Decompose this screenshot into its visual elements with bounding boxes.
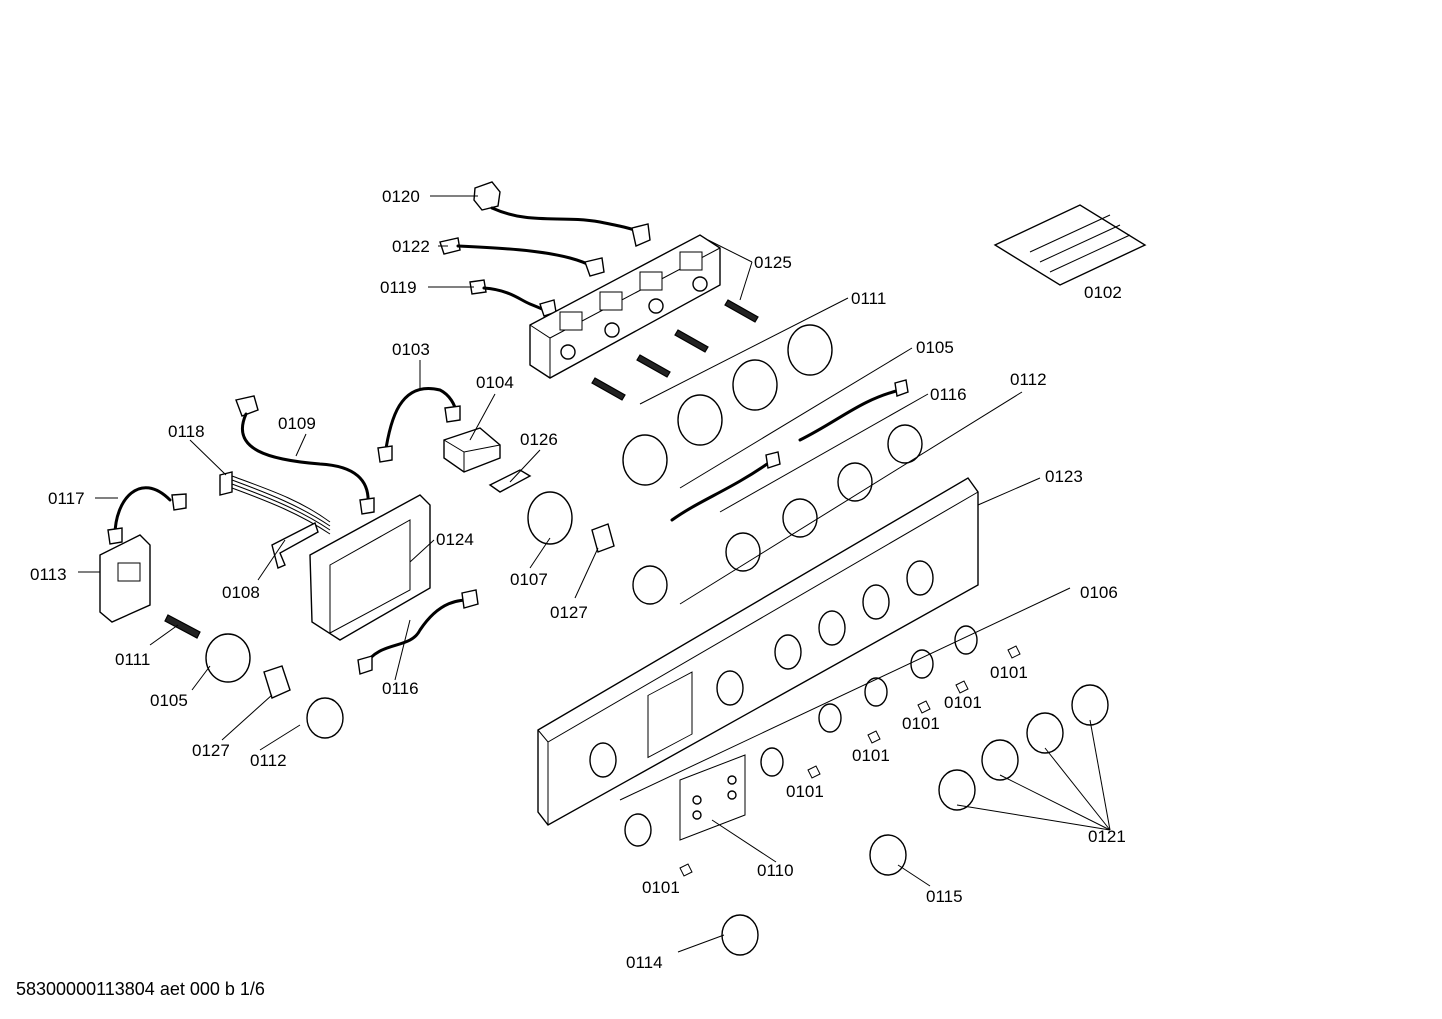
label-0127-lower: 0127 [192, 741, 230, 760]
part-control-board [529, 234, 721, 379]
label-0122: 0122 [392, 237, 430, 256]
label-0101-f: 0101 [642, 878, 680, 897]
part-0126-clip [488, 469, 532, 493]
label-0115: 0115 [926, 887, 963, 906]
label-0120: 0120 [382, 187, 420, 206]
part-0119-wire-harness [469, 279, 557, 317]
part-0114-knob [721, 914, 759, 956]
label-0104: 0104 [476, 373, 514, 392]
document-code: 58300000113804 aet 000 b 1/6 [16, 979, 265, 999]
part-0120-wire-harness [473, 181, 651, 247]
label-0109: 0109 [278, 414, 316, 433]
label-0121: 0121 [1088, 827, 1126, 846]
label-0105-upper: 0105 [916, 338, 954, 357]
label-0105-lower: 0105 [150, 691, 188, 710]
label-0101-b: 0101 [944, 693, 982, 712]
part-0105-bezel-lower [205, 633, 251, 683]
part-0117-wire [107, 486, 187, 545]
label-0118: 0118 [168, 422, 205, 441]
label-0108: 0108 [222, 583, 260, 602]
part-0105-wire-upper [798, 379, 909, 442]
part-0110-screws [679, 754, 746, 841]
part-0127-switch-upper [591, 523, 615, 553]
part-0101-clips [679, 645, 1021, 877]
label-0106: 0106 [1080, 583, 1118, 602]
label-0123: 0123 [1045, 467, 1083, 486]
part-0103-wire [377, 386, 461, 463]
label-0117: 0117 [48, 489, 85, 508]
label-0124: 0124 [436, 530, 474, 549]
label-0107: 0107 [510, 570, 548, 589]
label-0126: 0126 [520, 430, 558, 449]
label-0101-e: 0101 [786, 782, 824, 801]
label-0114: 0114 [626, 953, 663, 972]
label-0127-upper: 0127 [550, 603, 588, 622]
part-0106-trim-rings [624, 625, 978, 847]
label-0116-lower: 0116 [382, 679, 419, 698]
leader-lines [78, 195, 1111, 953]
label-0101-d: 0101 [852, 746, 890, 765]
label-0119: 0119 [380, 278, 417, 297]
part-0102-screw-bag [993, 204, 1147, 286]
label-0101-c: 0101 [902, 714, 940, 733]
label-0101-a: 0101 [990, 663, 1028, 682]
label-0112-upper: 0112 [1010, 370, 1047, 389]
label-0112-lower: 0112 [250, 751, 287, 770]
label-0102: 0102 [1084, 283, 1122, 302]
label-0111-lower: 0111 [115, 650, 150, 669]
label-0116-upper: 0116 [930, 385, 967, 404]
part-0107-bezel [527, 491, 573, 545]
part-0127-switch-lower [263, 665, 291, 699]
part-0104-bracket [443, 427, 501, 473]
part-0118-flat-cable [219, 471, 331, 535]
label-0103: 0103 [392, 340, 430, 359]
label-0110: 0110 [757, 861, 794, 880]
part-0109-wire [235, 395, 375, 515]
part-0112-shaft-lower [306, 697, 344, 739]
part-0122-wire-harness [439, 237, 605, 277]
part-0116-wire-lower [357, 589, 479, 675]
part-0121-knobs [938, 684, 1109, 811]
part-0113-control-unit [99, 534, 151, 623]
label-0111-upper: 0111 [851, 289, 886, 308]
part-0125-switch-shafts [591, 299, 759, 401]
part-0124-frame [309, 494, 431, 641]
part-0123-front-panel [537, 477, 979, 826]
label-0125: 0125 [754, 253, 792, 272]
part-0111-shaft-lower [164, 614, 201, 639]
part-0111-bezels-upper [622, 324, 833, 486]
part-0116-wire-upper [670, 451, 781, 522]
part-0108-bracket [271, 522, 319, 569]
label-0113: 0113 [30, 565, 67, 584]
part-0112-shafts-upper [632, 424, 923, 605]
part-0115-knob [869, 834, 907, 876]
